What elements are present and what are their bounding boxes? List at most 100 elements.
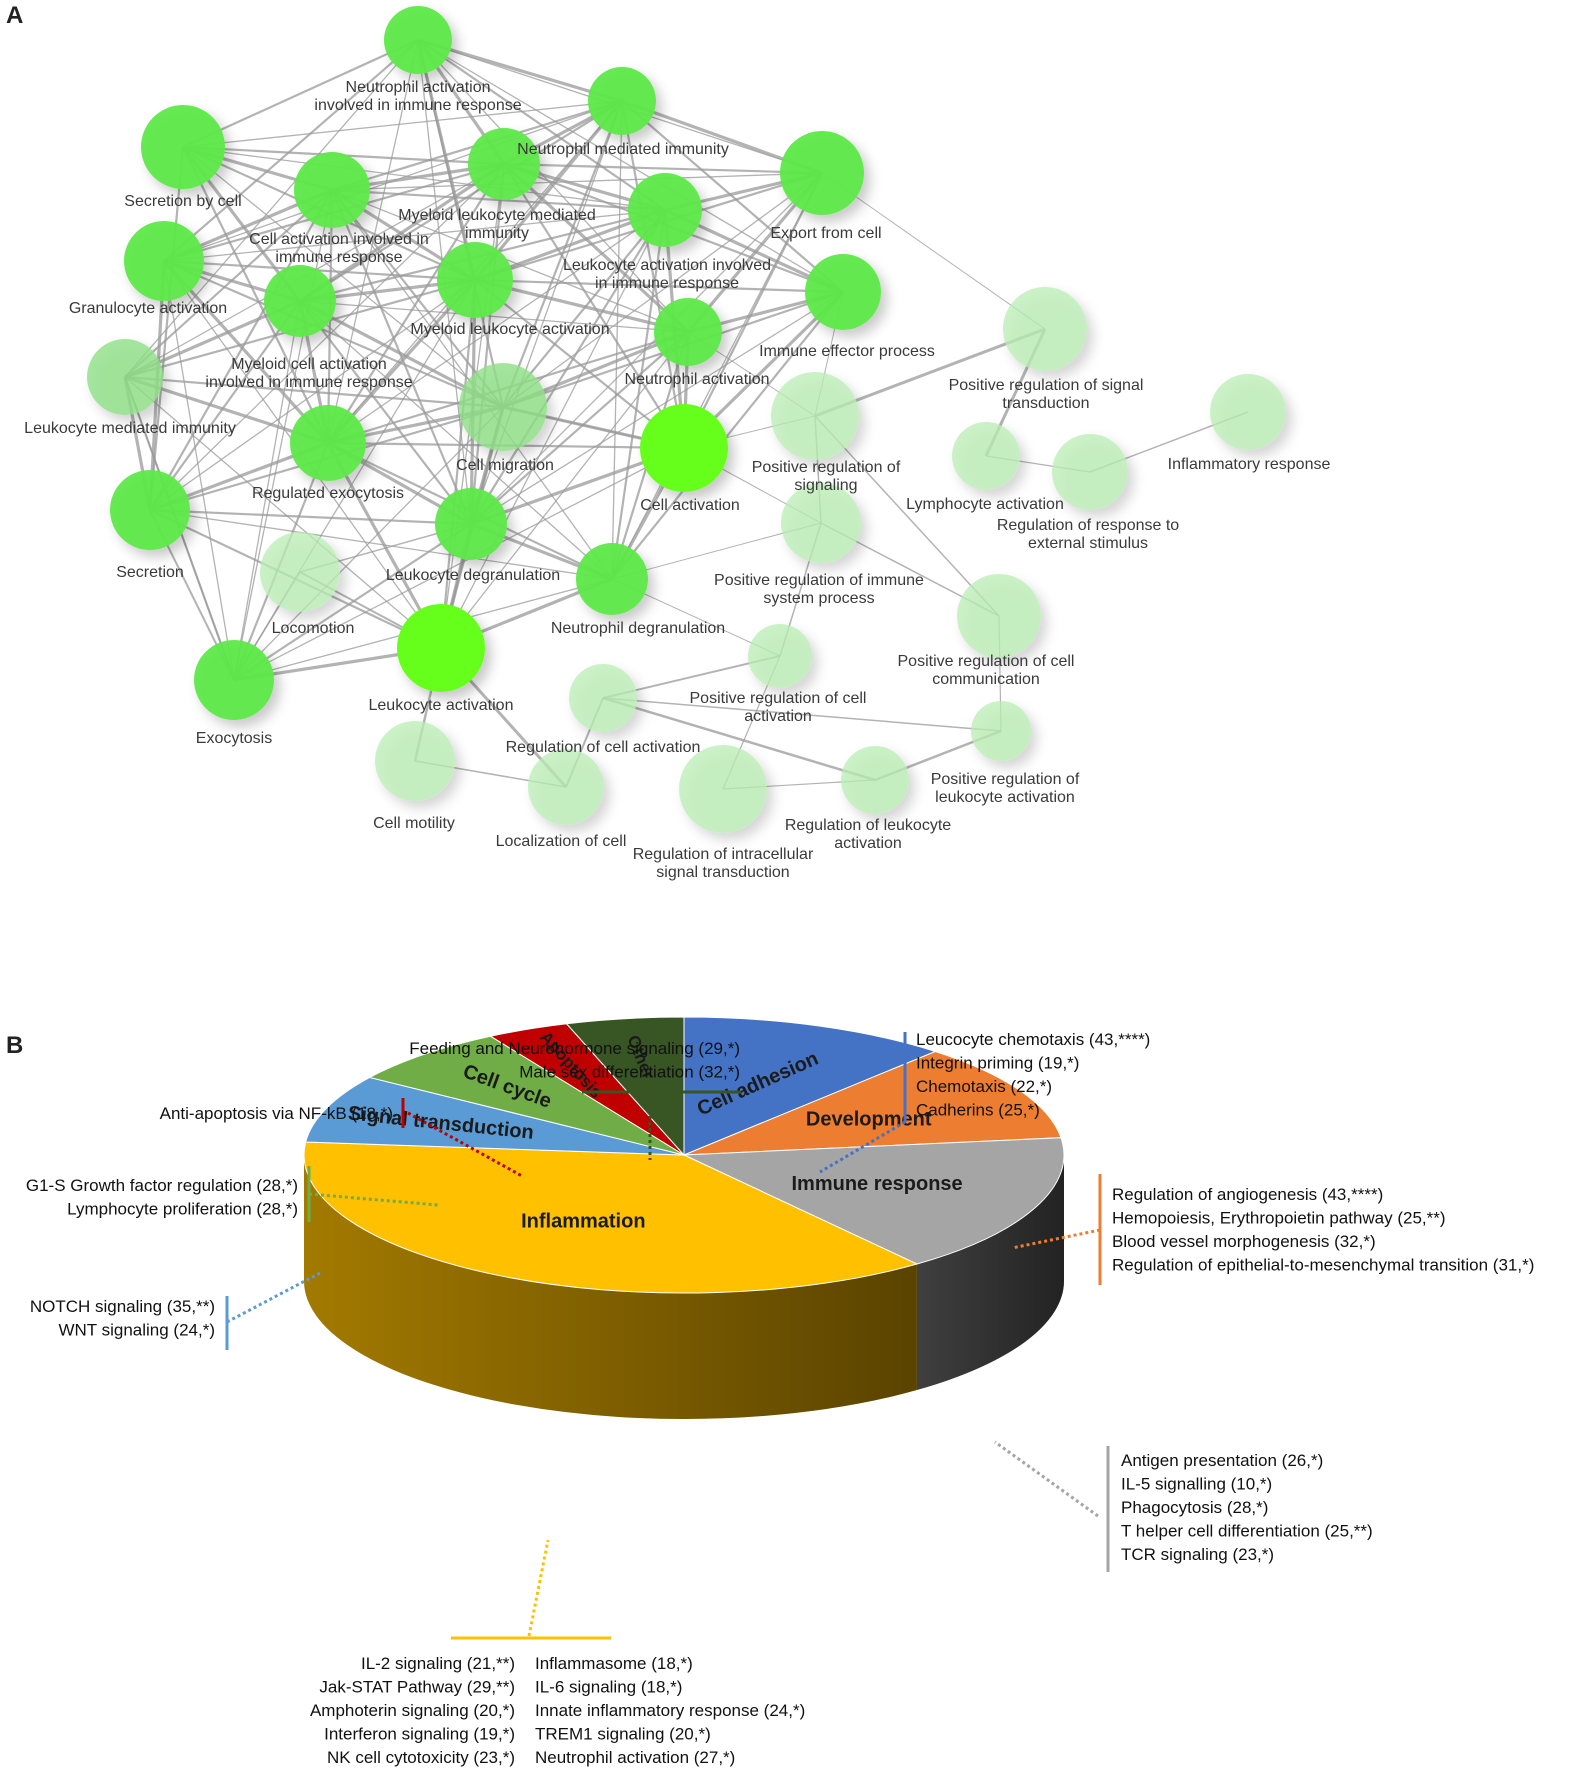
pathway-term: Amphoterin signaling (20,*)	[310, 1701, 515, 1720]
network-node-label: Localization of cell	[496, 833, 627, 850]
network-node-label: Neutrophil mediated immunity	[517, 141, 729, 158]
network-node[interactable]	[124, 221, 204, 301]
network-edge	[327, 209, 666, 444]
network-edge	[330, 189, 473, 525]
network-edge	[163, 39, 419, 262]
network-node[interactable]	[640, 404, 728, 492]
network-node[interactable]	[781, 483, 861, 563]
network-edge	[148, 146, 185, 511]
network-node[interactable]	[194, 640, 274, 720]
pie-side-shade	[304, 1155, 917, 1419]
network-node[interactable]	[957, 574, 1041, 658]
network-edge	[299, 100, 623, 302]
pathway-term: IL-2 signaling (21,**)	[361, 1654, 515, 1673]
network-edge	[299, 300, 613, 580]
network-node-label: Lymphocyte activation	[906, 496, 1064, 513]
network-node[interactable]	[397, 604, 485, 692]
panel-a-letter: A	[6, 2, 24, 29]
pathway-term: Lymphocyte proliferation (28,*)	[67, 1200, 298, 1219]
network-node[interactable]	[141, 105, 225, 189]
pie-slice-other[interactable]	[565, 1016, 685, 1157]
network-node[interactable]	[459, 363, 547, 451]
pathway-term: Interferon signaling (19,*)	[324, 1725, 515, 1744]
network-node[interactable]	[628, 173, 702, 247]
network-node[interactable]	[569, 664, 637, 732]
pathway-term: Chemotaxis (22,*)	[916, 1077, 1052, 1096]
network-node[interactable]	[952, 422, 1020, 490]
network-node[interactable]	[771, 372, 859, 460]
network-node[interactable]	[748, 624, 812, 688]
pie-slice-cell-cycle[interactable]	[368, 1035, 685, 1156]
pie-slice-signal-transduction[interactable]	[305, 1076, 685, 1156]
inflammation-terms-right: Inflammasome (18,*)IL-6 signaling (18,*)…	[535, 1654, 805, 1767]
network-edge	[602, 696, 876, 782]
pie-slice-development[interactable]	[683, 1050, 1062, 1156]
network-node[interactable]	[260, 532, 340, 612]
network-node[interactable]	[468, 128, 540, 200]
network-node[interactable]	[375, 721, 455, 801]
network-edge	[331, 189, 689, 333]
network-edge	[683, 172, 823, 449]
network-edge	[439, 279, 477, 649]
network-node[interactable]	[110, 470, 190, 550]
network-node-label: Granulocyte activation	[69, 300, 227, 317]
network-node[interactable]	[435, 488, 507, 560]
network-edge	[233, 406, 504, 681]
network-node[interactable]	[87, 339, 163, 415]
network-node[interactable]	[437, 242, 513, 318]
pie-slice-inflammation[interactable]	[303, 1141, 919, 1294]
network-node-label: Neutrophil activation	[625, 371, 770, 388]
network-node-label: Regulated exocytosis	[252, 485, 404, 502]
network-node[interactable]	[588, 67, 656, 135]
network-edge	[149, 279, 476, 511]
network-node[interactable]	[780, 131, 864, 215]
network-edge	[163, 209, 666, 262]
network-node[interactable]	[384, 6, 452, 74]
network-edge	[149, 189, 333, 511]
network-node[interactable]	[654, 298, 722, 366]
network-edge	[814, 415, 1000, 617]
network-node-label: Export from cell	[770, 225, 881, 242]
network-node[interactable]	[294, 152, 370, 228]
network-node[interactable]	[1210, 374, 1286, 450]
other-terms: Feeding and Neurohormone signaling (29,*…	[409, 1039, 740, 1082]
callout-leader	[819, 1120, 906, 1174]
pathway-term: Leucocyte chemotaxis (43,****)	[916, 1030, 1150, 1049]
pie-slice-immune-response[interactable]	[683, 1137, 1065, 1265]
pathway-term: Regulation of epithelial-to-mesenchymal …	[1112, 1256, 1534, 1275]
network-edge	[182, 146, 329, 444]
network-node[interactable]	[1003, 287, 1087, 371]
pathway-term: Phagocytosis (28,*)	[1121, 1498, 1268, 1517]
network-node-label: Exocytosis	[196, 730, 272, 747]
network-node-label: Regulation of cell activation	[506, 739, 701, 756]
network-edge	[470, 209, 666, 525]
pathway-term: IL-5 signalling (10,*)	[1121, 1475, 1272, 1494]
pie-slice-cell-adhesion[interactable]	[683, 1016, 937, 1156]
network-node[interactable]	[290, 405, 366, 481]
network-node[interactable]	[971, 701, 1031, 761]
network-node-label: Leukocyte mediated immunity	[24, 420, 236, 437]
network-node[interactable]	[1052, 434, 1128, 510]
network-node-label: Immune effector process	[759, 343, 935, 360]
network-edge	[474, 279, 685, 449]
pathway-term: Cadherins (25,*)	[916, 1101, 1040, 1120]
network-node-label: Leukocyte activation	[369, 697, 514, 714]
network-node[interactable]	[805, 254, 881, 330]
pathway-term: Anti-apoptosis via NF-kB (18,*)	[160, 1104, 393, 1123]
network-node[interactable]	[679, 745, 767, 833]
network-node[interactable]	[528, 749, 604, 825]
pathway-term: Inflammasome (18,*)	[535, 1654, 693, 1673]
network-edge	[331, 172, 823, 191]
network-node[interactable]	[576, 543, 648, 615]
network-edge	[163, 259, 504, 409]
network-node[interactable]	[264, 265, 336, 337]
network-node[interactable]	[841, 746, 909, 814]
callout-leader	[527, 1539, 550, 1637]
network-edge	[163, 260, 235, 681]
network-edge	[149, 300, 301, 511]
